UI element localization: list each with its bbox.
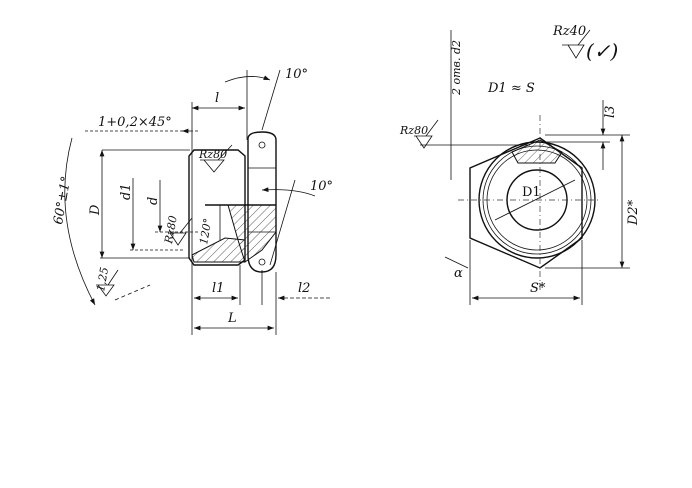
hex-collar-outline (247, 131, 277, 273)
side-view: 10° l 1+0,2×45° Rz80 120° Rz80 10° D d1 … (51, 67, 333, 335)
label-length-l3: l3 (603, 106, 618, 118)
label-diameter-d: d (146, 197, 161, 205)
label-diameter-D2: D2* (626, 199, 641, 226)
nut-body-outline (188, 149, 246, 266)
label-length-l: l (215, 91, 219, 106)
front-view: Rz40 (✓) 2 отв. d2 D1 ≈ S l3 Rz80 D1 D2*… (399, 24, 641, 305)
label-roughness-flank: 1,25 (94, 266, 111, 292)
label-d1-note: D1 ≈ S (487, 81, 535, 96)
label-angle-right: 10° (310, 179, 333, 194)
label-width-S: S* (530, 281, 546, 296)
label-roughness-top: Rz80 (399, 124, 428, 137)
label-chamfer-angle: α (454, 266, 463, 281)
label-diameter-D1: D1 (522, 185, 541, 200)
label-diameter-d1: d1 (119, 183, 134, 200)
label-roughness-inner: Rz80 (198, 148, 227, 161)
label-diameter-D: D (88, 204, 103, 216)
label-angle-top: 10° (285, 67, 308, 82)
label-length-L: L (227, 311, 237, 326)
label-roughness-thread: Rz80 (162, 215, 180, 246)
label-thread-angle: 60°±1° (51, 175, 74, 226)
label-general-roughness-bracket: (✓) (586, 39, 618, 63)
label-holes-note: 2 отв. d2 (450, 40, 463, 96)
label-chamfer: 1+0,2×45° (98, 115, 172, 130)
label-general-roughness: Rz40 (552, 24, 586, 39)
label-angle-120: 120° (197, 217, 214, 245)
top-hatch (511, 139, 563, 164)
label-length-l2: l2 (298, 281, 310, 296)
label-length-l1: l1 (212, 281, 224, 296)
